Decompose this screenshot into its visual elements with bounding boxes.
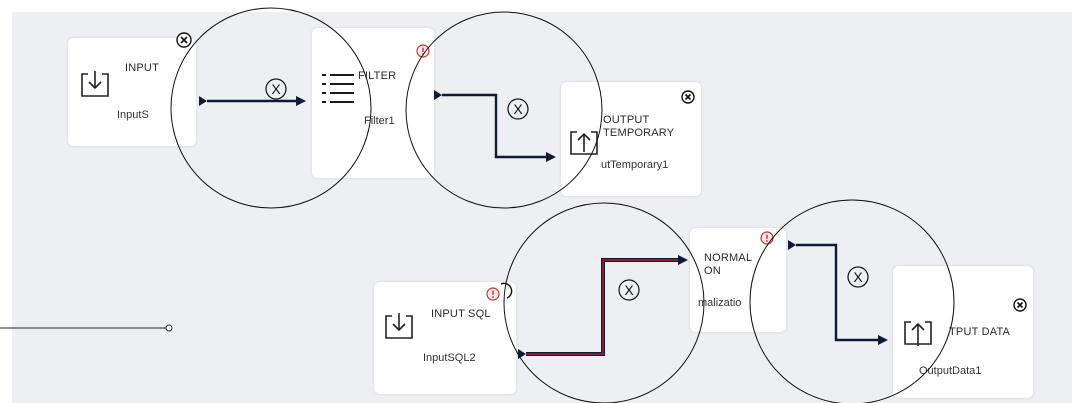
node-subtitle: InputSQL2: [423, 352, 476, 364]
node-subtitle: OutputData1: [919, 365, 982, 377]
node-title: INPUT: [125, 62, 159, 74]
node-normalization[interactable]: NORMAL ON malizatio: [690, 228, 786, 332]
remove-connector-button[interactable]: X: [507, 98, 529, 120]
close-icon[interactable]: [681, 90, 695, 104]
node-title: INPUT SQL: [431, 308, 491, 320]
export-icon: [904, 321, 932, 346]
highlight-circle: [749, 199, 955, 403]
node-filter[interactable]: FILTER Filter1: [312, 28, 434, 178]
drag-handle-connector[interactable]: [0, 324, 173, 332]
remove-connector-button[interactable]: X: [618, 279, 640, 301]
connector-normalization-output-data[interactable]: [788, 240, 888, 345]
node-output-data[interactable]: TPUT DATA OutputData1: [893, 266, 1033, 398]
close-icon[interactable]: [1013, 298, 1027, 312]
node-input[interactable]: INPUT InputS: [68, 38, 196, 146]
warning-icon: [416, 44, 430, 58]
svg-text:X: X: [271, 81, 281, 97]
node-title: TPUT DATA: [949, 326, 1011, 338]
highlight-circle: [170, 7, 372, 209]
node-input-sql[interactable]: INPUT SQL InputSQL2: [374, 282, 516, 394]
node-subtitle: utTemporary1: [601, 159, 669, 171]
node-title-line2: ON: [704, 265, 721, 277]
filter-list-icon: [322, 74, 354, 103]
connector-filter-output-temporary[interactable]: [434, 90, 556, 162]
highlight-circle: [405, 11, 603, 209]
svg-text:X: X: [853, 269, 863, 285]
import-icon: [81, 71, 109, 97]
import-icon: [385, 313, 413, 339]
node-title: OUTPUT: [603, 114, 650, 126]
highlight-circle: [503, 202, 705, 403]
svg-text:X: X: [513, 101, 523, 117]
connector-input-filter[interactable]: [199, 96, 306, 106]
remove-connector-button[interactable]: X: [265, 78, 287, 100]
highlight-circles: [170, 7, 955, 403]
close-icon[interactable]: [500, 282, 513, 299]
svg-text:X: X: [624, 282, 634, 298]
warning-icon: [486, 287, 500, 301]
node-title-line2: TEMPORARY: [603, 127, 675, 139]
close-icon[interactable]: [176, 32, 192, 48]
connector-input-sql-normalization[interactable]: [518, 255, 688, 359]
export-icon: [570, 131, 598, 155]
node-output-temporary[interactable]: OUTPUT TEMPORARY utTemporary1: [561, 82, 701, 196]
node-subtitle: InputS: [117, 109, 149, 121]
node-title: NORMAL: [704, 252, 753, 264]
remove-connector-button[interactable]: X: [847, 266, 869, 288]
node-subtitle: malizatio: [698, 297, 742, 309]
node-title: FILTER: [358, 70, 397, 82]
node-subtitle: Filter1: [364, 115, 395, 127]
